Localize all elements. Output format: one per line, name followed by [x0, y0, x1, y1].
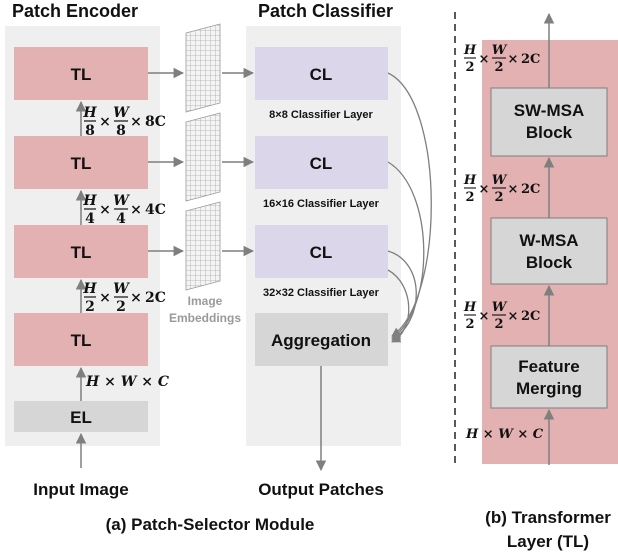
dim-label-b-mid: H 2 × W 2 × 2C [463, 173, 541, 205]
output-patches-label: Output Patches [258, 480, 384, 499]
dim-label-b-top: H 2 × W 2 × 2C [463, 43, 541, 75]
svg-text:×: × [508, 309, 519, 324]
svg-text:×: × [130, 114, 142, 130]
swmsa-label-2: Block [526, 123, 573, 142]
caption-a: (a) Patch-Selector Module [106, 515, 315, 534]
svg-text:4C: 4C [145, 202, 166, 218]
classifier-layer-16-label: 16×16 Classifier Layer [263, 198, 380, 210]
tl-block-4 [14, 313, 148, 366]
classifier-layer-8-label: 8×8 Classifier Layer [269, 109, 373, 121]
cl-label-16: CL [310, 154, 333, 173]
swmsa-block [490, 87, 608, 157]
dim-label-full-b: H × W × C [465, 427, 544, 442]
svg-text:8C: 8C [145, 114, 166, 130]
cl-label-32: CL [310, 243, 333, 262]
svg-text:4: 4 [85, 211, 95, 227]
svg-text:W: W [113, 193, 130, 209]
svg-text:H: H [82, 193, 97, 209]
svg-text:2C: 2C [521, 309, 540, 324]
svg-text:W: W [113, 105, 130, 121]
tl-label-4: TL [71, 331, 92, 350]
svg-text:2C: 2C [521, 52, 540, 67]
wmsa-label-2: Block [526, 253, 573, 272]
embedding-grid-16 [185, 112, 221, 202]
svg-text:2: 2 [465, 317, 474, 332]
feature-label-2: Merging [516, 379, 582, 398]
cl-block-32 [255, 225, 388, 278]
svg-text:W: W [492, 300, 508, 315]
tl-block-1 [14, 47, 148, 100]
tl-block-3 [14, 225, 148, 278]
svg-text:8: 8 [116, 123, 126, 139]
svg-text:H: H [82, 281, 97, 297]
svg-text:×: × [130, 202, 142, 218]
embedding-grid-32 [185, 201, 221, 291]
svg-text:×: × [479, 309, 490, 324]
arrow-cl8-to-aggregation [387, 72, 432, 337]
el-label: EL [70, 408, 92, 427]
svg-text:×: × [508, 182, 519, 197]
dim-label-b-low: H 2 × W 2 × 2C [463, 300, 541, 332]
svg-text:W: W [113, 281, 130, 297]
cl-label-8: CL [310, 65, 333, 84]
dim-label-h4: H 4 × W 4 × 4C [82, 193, 166, 227]
input-image-label: Input Image [33, 480, 128, 499]
svg-text:H: H [463, 43, 477, 58]
dim-label-full-a: H × W × C [85, 374, 169, 390]
tl-label-3: TL [71, 243, 92, 262]
feature-merging-block [490, 345, 608, 409]
arrow-cl32-to-aggregation-b [387, 269, 410, 343]
patch-encoder-title: Patch Encoder [12, 1, 138, 21]
svg-text:2: 2 [85, 299, 95, 315]
svg-text:8: 8 [85, 123, 95, 139]
dim-label-h8: H 8 × W 8 × 8C [82, 105, 166, 139]
embedding-grid-8 [185, 23, 221, 113]
wmsa-label-1: W-MSA [519, 231, 578, 250]
svg-text:×: × [508, 52, 519, 67]
svg-text:2C: 2C [145, 290, 166, 306]
svg-text:2C: 2C [521, 182, 540, 197]
svg-text:2: 2 [116, 299, 126, 315]
svg-text:×: × [99, 290, 111, 306]
tl-block-2 [14, 136, 148, 189]
svg-text:W: W [492, 173, 508, 188]
patch-classifier-title: Patch Classifier [258, 1, 393, 21]
svg-text:H: H [463, 300, 477, 315]
svg-text:×: × [99, 114, 111, 130]
feature-label-1: Feature [518, 357, 579, 376]
el-block [14, 401, 148, 432]
caption-b-line2: Layer (TL) [507, 532, 589, 551]
tl-label-2: TL [71, 154, 92, 173]
svg-text:W: W [492, 43, 508, 58]
tl-label-1: TL [71, 65, 92, 84]
cl-block-8 [255, 47, 388, 100]
svg-text:2: 2 [465, 60, 474, 75]
embeddings-label-line2: Embeddings [169, 311, 241, 325]
svg-text:×: × [130, 290, 142, 306]
svg-text:×: × [99, 202, 111, 218]
svg-text:H: H [463, 173, 477, 188]
swmsa-label-1: SW-MSA [514, 101, 584, 120]
cl-block-16 [255, 136, 388, 189]
svg-text:2: 2 [494, 60, 503, 75]
svg-text:H: H [82, 105, 97, 121]
svg-text:2: 2 [465, 190, 474, 205]
caption-b-line1: (b) Transformer [485, 508, 611, 527]
wmsa-block [490, 217, 608, 285]
embeddings-label-line1: Image [188, 294, 223, 308]
svg-text:2: 2 [494, 190, 503, 205]
svg-text:×: × [479, 182, 490, 197]
aggregation-label: Aggregation [271, 331, 371, 350]
classifier-layer-32-label: 32×32 Classifier Layer [263, 287, 380, 299]
svg-text:×: × [479, 52, 490, 67]
arrow-cl32-to-aggregation [387, 250, 417, 341]
aggregation-block [255, 313, 388, 366]
svg-text:2: 2 [494, 317, 503, 332]
svg-text:4: 4 [116, 211, 126, 227]
dim-label-h2-a: H 2 × W 2 × 2C [82, 281, 166, 315]
